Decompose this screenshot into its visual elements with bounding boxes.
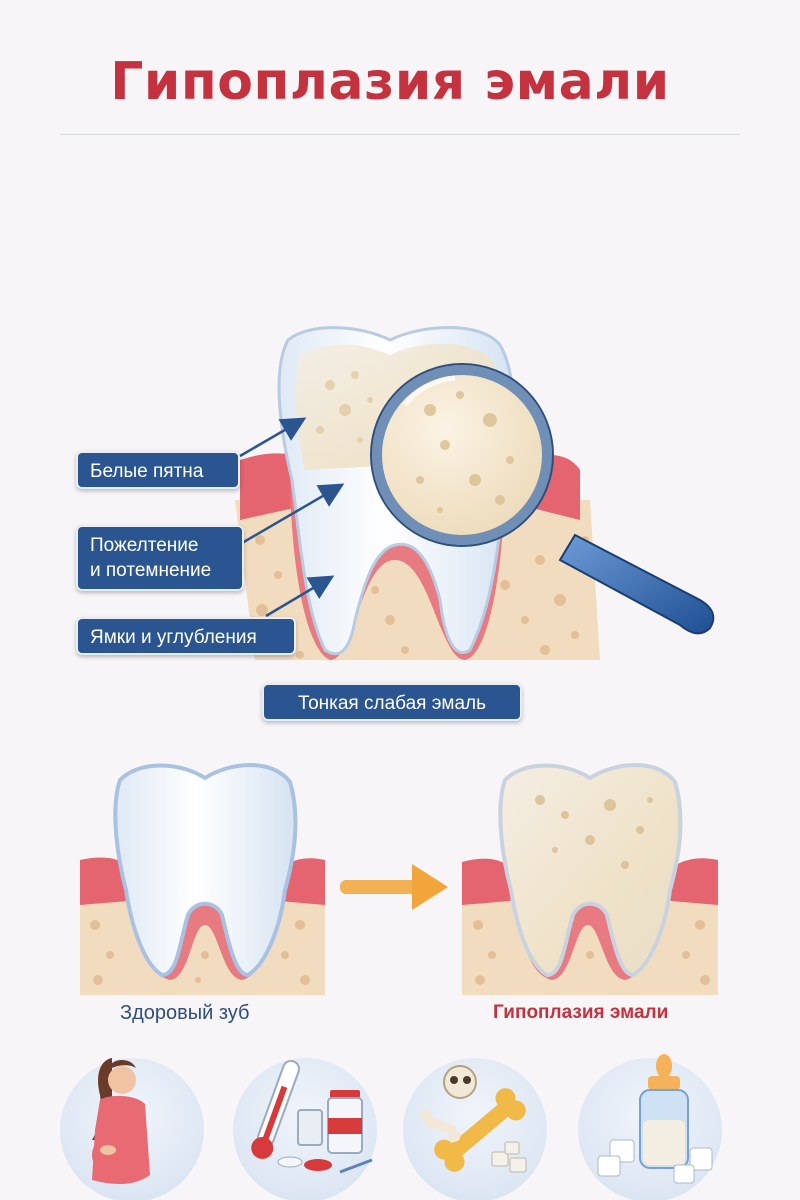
healthy-tooth-illustration xyxy=(80,763,325,995)
page-title: Гипоплазия эмали xyxy=(110,52,670,112)
main-tooth-illustration xyxy=(200,326,715,710)
bone-icon xyxy=(403,1058,547,1200)
baby-bottle-sugar-icon xyxy=(578,1054,722,1200)
label-pits: Ямки и углубления xyxy=(76,617,296,655)
caption-hypoplasia: Гипоплазия эмали xyxy=(493,1002,669,1023)
magnifying-glass-icon xyxy=(370,363,715,635)
arrow-yellowing xyxy=(229,483,345,552)
caption-healthy-tooth: Здоровый зуб xyxy=(120,1002,250,1024)
hypoplasia-tooth-illustration xyxy=(462,763,718,995)
label-thin-enamel: Тонкая слабая эмаль xyxy=(262,683,522,721)
pregnant-woman-icon xyxy=(60,1058,204,1200)
label-yellowing: Пожелтение и потемнение xyxy=(76,525,244,591)
transition-arrow xyxy=(340,864,448,910)
arrow-pits xyxy=(265,575,335,618)
thermometer-medicine-icon xyxy=(233,1058,377,1200)
label-white-spots: Белые пятна xyxy=(76,451,240,489)
label-yellowing-line2: и потемнение xyxy=(90,560,212,581)
label-yellowing-line1: Пожелтение xyxy=(90,535,199,556)
title-divider xyxy=(60,134,740,135)
arrow-white-spots xyxy=(239,417,307,458)
